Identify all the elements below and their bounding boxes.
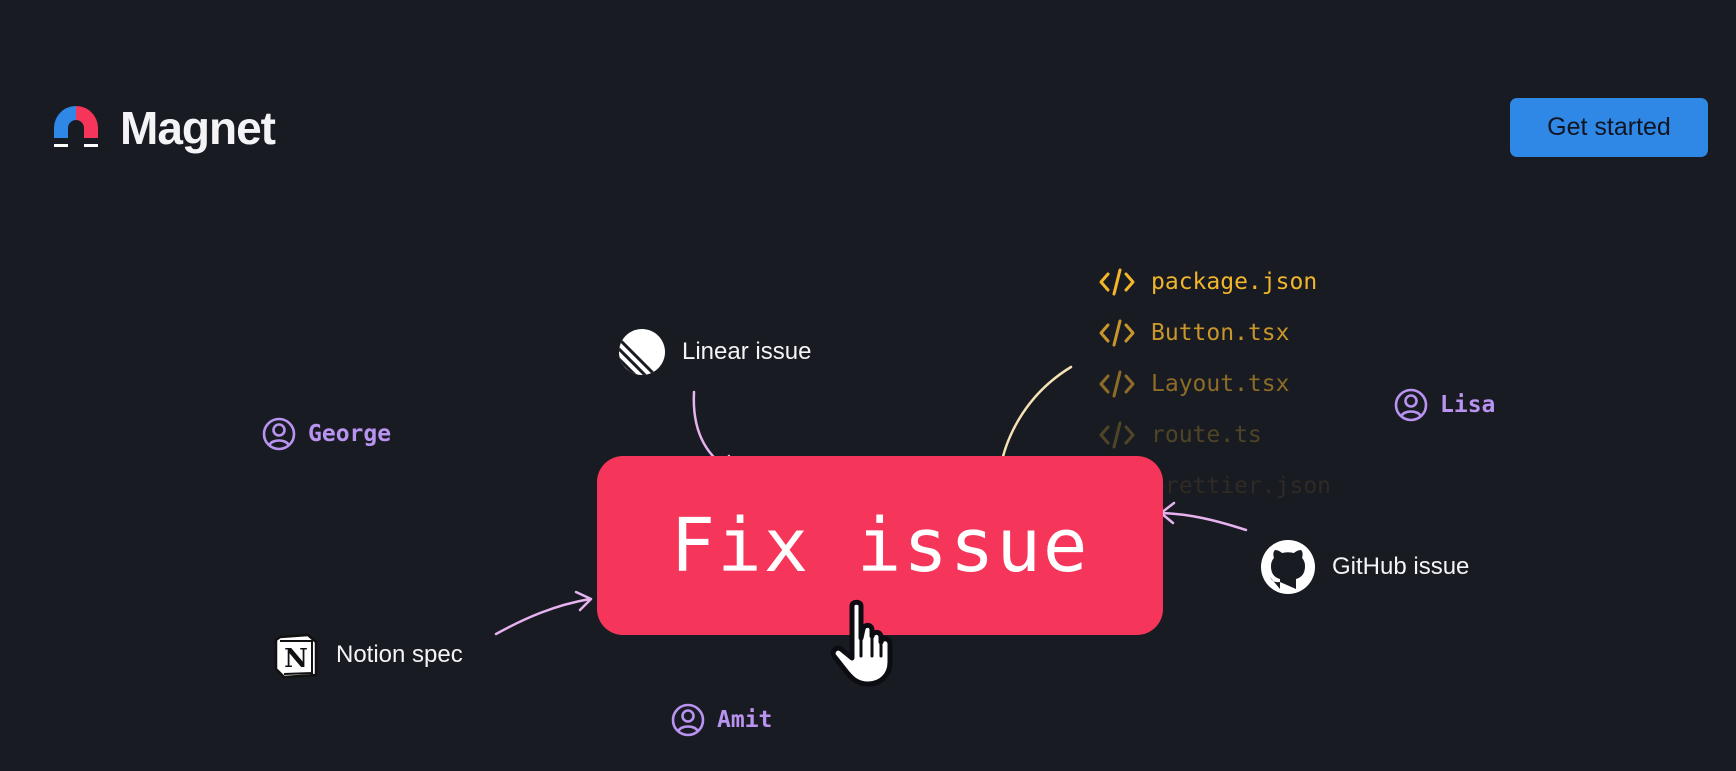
magnet-logo-icon: [54, 106, 98, 147]
file-item: prettier.json: [1099, 472, 1331, 500]
file-name: prettier.json: [1151, 473, 1332, 499]
source-label: Linear issue: [682, 338, 812, 365]
linear-icon: [619, 329, 665, 375]
person-george: George: [262, 417, 391, 451]
file-name: package.json: [1151, 269, 1318, 295]
code-icon: [1099, 319, 1135, 347]
source-label: GitHub issue: [1332, 553, 1470, 580]
person-name: George: [308, 421, 392, 447]
person-amit: Amit: [671, 703, 772, 737]
source-notion[interactable]: N Notion spec: [272, 631, 463, 679]
file-item: Button.tsx: [1099, 319, 1289, 347]
code-icon: [1099, 268, 1135, 296]
notion-icon: N: [274, 633, 318, 679]
arrow-notion: [494, 597, 592, 636]
person-lisa: Lisa: [1394, 388, 1495, 422]
code-icon: [1099, 421, 1135, 449]
user-icon: [671, 703, 705, 737]
file-item: route.ts: [1099, 421, 1262, 449]
get-started-button[interactable]: Get started: [1510, 98, 1708, 157]
code-icon: [1099, 370, 1135, 398]
brand-name: Magnet: [120, 102, 276, 154]
user-icon: [1394, 388, 1428, 422]
source-label: Notion spec: [336, 641, 463, 668]
github-icon: [1261, 540, 1315, 594]
source-github[interactable]: GitHub issue: [1260, 539, 1469, 595]
svg-text:N: N: [284, 644, 308, 674]
file-name: Button.tsx: [1151, 320, 1290, 346]
user-icon: [262, 417, 296, 451]
fix-issue-button[interactable]: Fix issue: [597, 456, 1163, 635]
person-name: Amit: [717, 707, 773, 733]
brand-logo[interactable]: Magnet: [50, 101, 276, 155]
file-name: Layout.tsx: [1151, 371, 1290, 397]
source-linear[interactable]: Linear issue: [618, 328, 811, 376]
file-item: package.json: [1099, 268, 1317, 296]
arrow-github: [1160, 511, 1248, 532]
hand-pointer-icon: [830, 599, 893, 687]
file-item: Layout.tsx: [1099, 370, 1289, 398]
file-name: route.ts: [1151, 422, 1262, 448]
person-name: Lisa: [1440, 392, 1496, 418]
